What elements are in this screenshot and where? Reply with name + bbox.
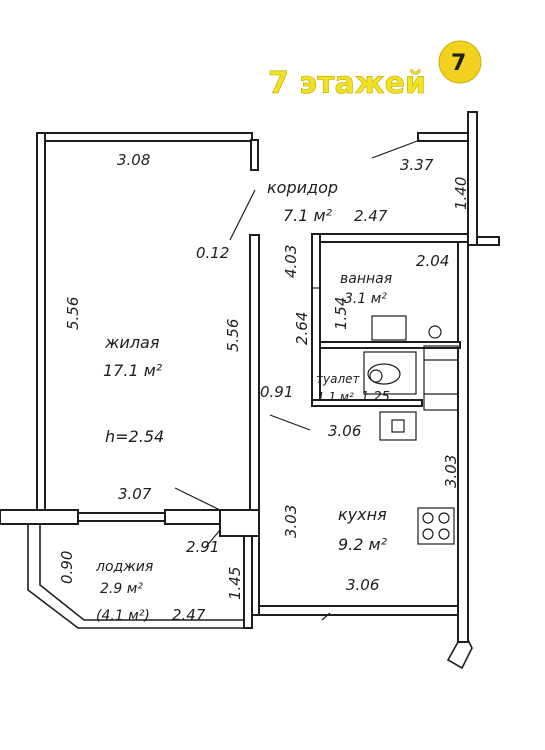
wall-kitchen-nub xyxy=(446,639,473,670)
dim-bath-inner: 1.54 xyxy=(332,297,350,330)
wall-loggia-post xyxy=(219,509,260,537)
brand-badge-icon xyxy=(438,40,482,84)
dim-kitchen-top: 3.06 xyxy=(328,422,361,440)
wall-loggia-outline-inner xyxy=(39,524,244,621)
room-name-bathroom: ванная xyxy=(340,271,392,287)
room-name-corridor: коридор xyxy=(267,178,338,197)
wall-corridor-nib xyxy=(476,236,500,246)
dim-corridor-length: 4.03 xyxy=(282,245,300,278)
dim-corridor-top: 3.37 xyxy=(400,156,434,174)
room-area-loggia-full: (4.1 м²) xyxy=(96,608,150,624)
riser-shaft xyxy=(423,345,459,411)
wall-loggia-top-right xyxy=(164,509,221,525)
wall-bath-top xyxy=(315,233,469,243)
kitchen-sink xyxy=(379,411,417,441)
dim-toilet-left: 0.91 xyxy=(260,383,293,401)
dim-kitchen-left: 3.03 xyxy=(282,505,300,538)
wall-left-living xyxy=(36,132,46,511)
dim-living-bottom: 3.07 xyxy=(118,485,152,503)
brand-title: 7 этажей xyxy=(268,66,426,101)
dim-bath-top-right: 2.04 xyxy=(416,252,449,270)
dim-bath-height: 2.64 xyxy=(293,312,311,345)
dim-kitchen-bottom: 3.06 xyxy=(346,576,379,594)
toilet-bowl-frame xyxy=(363,351,417,395)
room-area-kitchen: 9.2 м² xyxy=(338,535,388,554)
wall-loggia-outline xyxy=(27,524,244,629)
room-area-corridor: 7.1 м² xyxy=(283,206,333,225)
wall-toilet-partition xyxy=(319,341,461,349)
washbasin xyxy=(371,315,407,341)
room-name-loggia: лоджия xyxy=(95,559,153,575)
wall-nib-top xyxy=(250,139,259,171)
wall-toilet-bottom xyxy=(311,399,423,407)
dim-kitchen-right: 3.03 xyxy=(442,455,460,488)
wall-loggia-top-left xyxy=(0,509,79,525)
sink-drain xyxy=(428,325,442,339)
dim-toilet-width: 1.25 xyxy=(361,390,390,405)
dim-corridor-right: 1.40 xyxy=(452,177,470,210)
dim-loggia-top: 2.91 xyxy=(186,538,219,556)
wall-right-corridor xyxy=(467,111,478,246)
dim-loggia-bottom: 2.47 xyxy=(172,606,206,624)
wall-top-living xyxy=(36,132,253,142)
toilet-bowl xyxy=(367,363,401,385)
room-area-toilet: 1.1 м² xyxy=(317,390,354,404)
wall-partition-living-kitchen xyxy=(249,234,260,616)
wall-loggia-right xyxy=(243,535,253,629)
room-name-toilet: туалет xyxy=(316,372,360,386)
dim-loggia-left: 0.90 xyxy=(58,551,76,584)
stove xyxy=(417,507,455,545)
wall-top-corridor xyxy=(417,132,469,142)
room-area-living: 17.1 м² xyxy=(103,361,163,380)
dim-living-left: 5.56 xyxy=(64,297,82,330)
dim-corridor-width: 2.47 xyxy=(354,207,388,225)
brand-badge-number: 7 xyxy=(451,51,466,76)
dim-living-right: 5.56 xyxy=(224,319,242,352)
room-name-kitchen: кухня xyxy=(338,505,387,524)
wall-loggia-window xyxy=(77,512,166,522)
wall-bottom-kitchen xyxy=(258,605,459,616)
dim-corridor-nib: 0.12 xyxy=(196,244,229,262)
room-area-loggia: 2.9 м² xyxy=(100,581,143,597)
dim-loggia-right: 1.45 xyxy=(226,567,244,600)
room-area-bathroom: 3.1 м² xyxy=(344,291,387,307)
wall-right-kitchen xyxy=(457,241,469,643)
dim-living-top: 3.08 xyxy=(117,151,150,169)
room-height-living: h=2.54 xyxy=(105,427,164,446)
room-name-living: жилая xyxy=(104,333,160,352)
